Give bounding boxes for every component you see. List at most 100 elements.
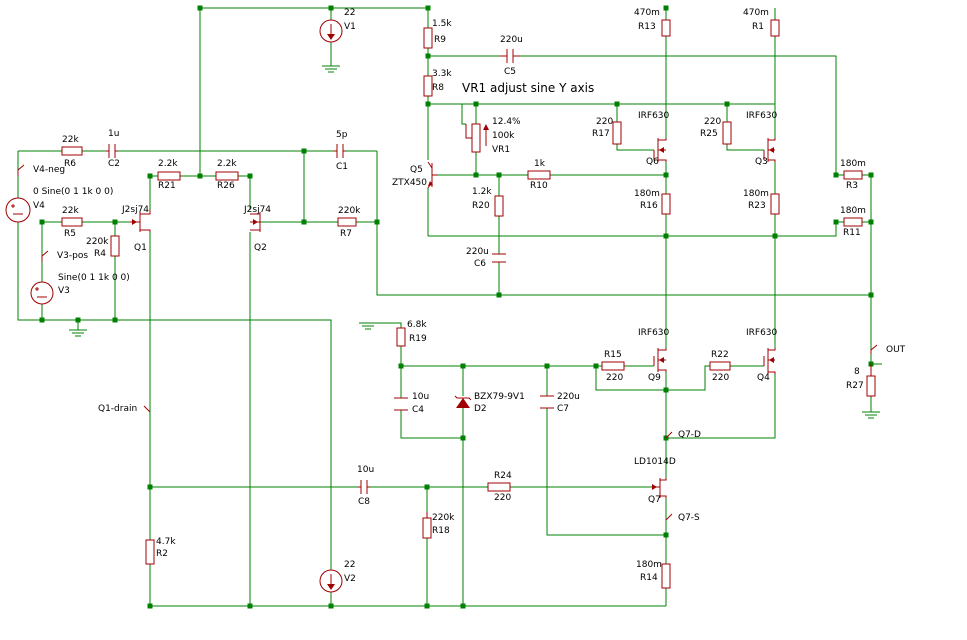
r11-ref: R11 [843, 228, 861, 238]
c8-ref: C8 [358, 497, 370, 507]
capacitor-c6 [492, 253, 506, 263]
r24-value: 220 [494, 493, 511, 503]
c1-ref: C1 [336, 162, 348, 172]
capacitor-c8 [358, 480, 370, 494]
r27-value: 8 [854, 367, 860, 377]
resistor-r1 [770, 19, 780, 37]
labels: VR1 adjust sine Y axis 22 V1 22 V2 0 Sin… [33, 8, 906, 584]
v1-value: 22 [344, 8, 355, 18]
c4-ref: C4 [412, 405, 424, 415]
resistor-r8 [423, 75, 433, 97]
resistor-r9 [423, 27, 433, 49]
r2-value: 4.7k [156, 537, 176, 547]
q3-ref: Q3 [755, 157, 768, 167]
q5-ref: Q5 [410, 165, 423, 175]
junction-dots [39, 5, 874, 609]
r18-value: 220k [432, 513, 455, 523]
r3-value: 180m [840, 159, 866, 169]
capacitor-c4 [394, 397, 408, 411]
vr1-ref: VR1 [492, 145, 510, 155]
potentiometer-vr1 [465, 123, 489, 153]
r25-value: 220 [704, 117, 721, 127]
r21-ref: R21 [158, 181, 176, 191]
r24-ref: R24 [494, 471, 512, 481]
resistor-r10 [527, 170, 551, 180]
r10-value: 1k [534, 159, 546, 169]
resistor-r16 [661, 193, 671, 215]
q2-model: J2sj74 [243, 205, 271, 215]
wires [17, 7, 882, 607]
v2-ref: V2 [344, 574, 356, 584]
r7-value: 220k [338, 206, 361, 216]
vr1-setting: 12.4% [492, 117, 521, 127]
resistor-r7 [337, 217, 357, 227]
resistor-r20 [494, 195, 504, 217]
r20-ref: R20 [472, 201, 490, 211]
transistor-q7 [652, 478, 667, 498]
d2-model: BZX79-9V1 [474, 392, 525, 402]
q9-ref: Q9 [648, 373, 661, 383]
net-label-q7-d: Q7-D [678, 430, 701, 440]
r15-value: 220 [606, 373, 623, 383]
transistor-q3 [763, 138, 776, 162]
net-label-v4-neg: V4-neg [33, 165, 65, 175]
note-text: VR1 adjust sine Y axis [462, 81, 594, 95]
resistor-r25 [722, 121, 732, 145]
transistor-q5 [427, 161, 438, 189]
c1-value: 5p [336, 130, 348, 140]
capacitor-c2 [106, 144, 118, 158]
resistor-r14 [661, 563, 671, 589]
c5-ref: C5 [504, 67, 516, 77]
resistor-r24 [487, 482, 511, 492]
transistor-q6 [653, 138, 667, 162]
capacitors [106, 49, 554, 494]
r11-value: 180m [840, 206, 866, 216]
ground-symbol-v1 [322, 65, 340, 73]
net-flags [17, 164, 878, 521]
r5-ref: R5 [64, 229, 76, 239]
zener-diode-d2 [454, 395, 472, 408]
r4-ref: R4 [94, 249, 106, 259]
resistor-r27 [866, 375, 876, 397]
c6-ref: C6 [474, 259, 486, 269]
q1-ref: Q1 [134, 243, 147, 253]
r19-value: 6.8k [407, 320, 427, 330]
resistor-r4 [110, 235, 120, 257]
r13-value: 470m [634, 8, 660, 18]
voltage-source-v1 [319, 19, 343, 43]
r17-ref: R17 [592, 129, 610, 139]
q6-model: IRF630 [638, 111, 670, 121]
ground-symbol-r27 [862, 411, 880, 419]
voltage-source-v3 [30, 281, 54, 305]
r20-value: 1.2k [472, 187, 492, 197]
resistor-r23 [770, 193, 780, 215]
r27-ref: R27 [846, 381, 864, 391]
voltage-source-v2 [319, 569, 343, 593]
ground-symbols [69, 65, 880, 419]
r23-value: 180m [743, 189, 769, 199]
c7-value: 220u [557, 392, 580, 402]
resistor-r2 [145, 539, 155, 565]
resistor-r26 [215, 171, 239, 181]
q7-model: LD1014D [634, 457, 676, 467]
r16-ref: R16 [640, 201, 658, 211]
r15-ref: R15 [604, 350, 622, 360]
r22-value: 220 [712, 373, 729, 383]
q3-model: IRF630 [746, 111, 778, 121]
r18-ref: R18 [432, 526, 450, 536]
v3-value: Sine(0 1 1k 0 0) [58, 273, 130, 283]
resistor-r22 [709, 361, 731, 371]
r23-ref: R23 [748, 201, 766, 211]
capacitor-c1 [334, 144, 346, 158]
capacitor-c7 [540, 395, 554, 409]
c7-ref: C7 [557, 404, 569, 414]
r6-ref: R6 [64, 159, 76, 169]
r9-ref: R9 [434, 35, 446, 45]
r13-ref: R13 [638, 22, 656, 32]
q1-model: J2sj74 [121, 205, 149, 215]
r8-value: 3.3k [432, 69, 452, 79]
r1-value: 470m [743, 8, 769, 18]
q5-model: ZTX450 [392, 178, 427, 188]
q6-ref: Q6 [646, 157, 659, 167]
